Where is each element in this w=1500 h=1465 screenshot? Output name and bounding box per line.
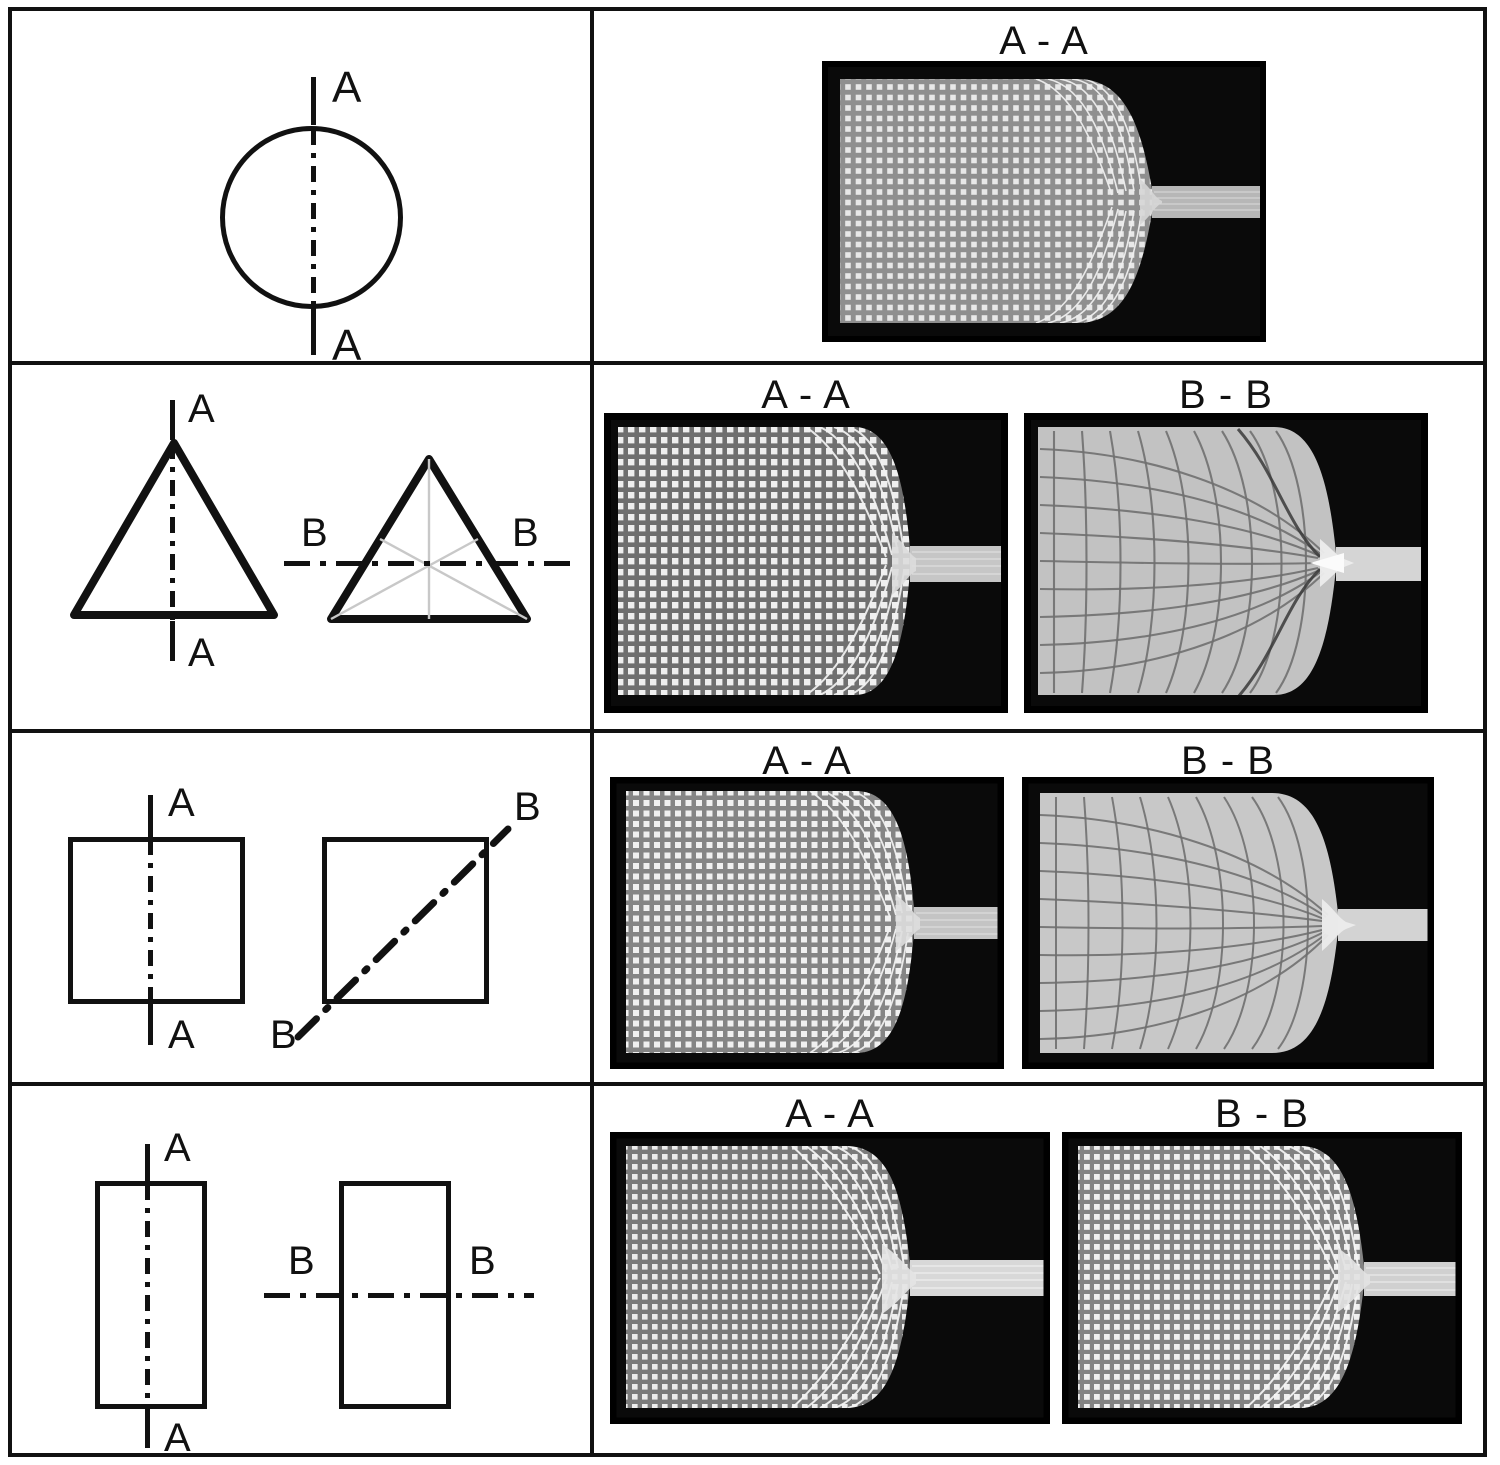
section-tick-bottom <box>145 1406 150 1448</box>
section-marker-bottom-a: A <box>188 631 215 675</box>
section-marker-top-a: A <box>332 63 362 112</box>
section-marker-top-a: A <box>164 1126 191 1170</box>
row-triangle-photo-cell: A - A <box>594 365 1487 729</box>
photo-title-bb: B - B <box>1181 739 1275 783</box>
row-square-photo-cell: A - A <box>594 733 1487 1082</box>
photo-block-bb-square: B - B <box>1022 733 1434 1078</box>
row-circle-photo-cell: A - A <box>594 11 1487 361</box>
flow-photograph-bb-triangle <box>1024 413 1428 713</box>
section-tick-top <box>145 1144 150 1186</box>
photo-title-bb: B - B <box>1215 1092 1309 1136</box>
photo-title-aa: A - A <box>999 19 1089 63</box>
flow-photograph-bb-square <box>1022 777 1434 1069</box>
photo-title-bb: B - B <box>1179 373 1273 417</box>
section-tick-bottom <box>170 621 175 661</box>
photo-block-aa-circle: A - A <box>822 11 1266 356</box>
photo-block-aa-rectangle: A - A <box>610 1086 1050 1448</box>
row-circle-schematic-cell: A A <box>12 11 590 368</box>
rectangle-shape-aa <box>95 1181 207 1409</box>
section-tick-top <box>170 400 175 440</box>
section-marker-top-a: A <box>168 781 195 825</box>
photo-block-aa-triangle: A - A <box>604 365 1008 725</box>
photo-title-aa: A - A <box>762 739 852 783</box>
section-marker-top-a: A <box>188 387 215 431</box>
section-tick-bottom <box>311 307 316 355</box>
centerline-diagonal <box>294 825 512 1041</box>
row-triangle-schematic-cell: A A B B <box>12 365 590 729</box>
section-tick-top <box>148 795 153 839</box>
flow-photograph-aa-triangle <box>604 413 1008 713</box>
centerline-vertical <box>170 443 175 621</box>
centerline-vertical <box>148 839 153 1003</box>
section-tick-bottom <box>148 1001 153 1045</box>
section-marker-left-b: B <box>301 511 328 555</box>
flow-photograph-bb-rectangle <box>1062 1132 1462 1424</box>
photo-title-aa: A - A <box>761 373 851 417</box>
flow-photograph-aa-square <box>610 777 1004 1069</box>
triangle-outline-bb <box>327 455 531 623</box>
centerline-vertical <box>145 1184 150 1408</box>
centerline-vertical <box>311 129 316 307</box>
centerline-horizontal <box>284 561 580 566</box>
section-marker-bottomleft-b: B <box>270 1013 297 1057</box>
section-tick-top <box>311 77 316 125</box>
section-marker-topright-b: B <box>514 785 541 829</box>
table-row-divider-3 <box>8 1082 1487 1086</box>
flow-photograph-aa-rectangle <box>610 1132 1050 1424</box>
section-marker-bottom-a: A <box>168 1013 195 1057</box>
triangle-medians <box>330 459 528 621</box>
square-shape-aa <box>68 837 245 1004</box>
row-rectangle-schematic-cell: A A B B <box>12 1086 590 1458</box>
square-shape-bb <box>322 837 489 1004</box>
section-marker-bottom-a: A <box>332 321 362 370</box>
photo-block-bb-triangle: B - B <box>1024 365 1428 725</box>
photo-title-aa: A - A <box>785 1092 875 1136</box>
photo-block-aa-square: A - A <box>610 733 1004 1078</box>
photo-block-bb-rectangle: B - B <box>1062 1086 1462 1448</box>
row-square-schematic-cell: A A B B <box>12 733 590 1082</box>
section-marker-left-b: B <box>288 1239 315 1283</box>
table-row-divider-1 <box>8 361 1487 365</box>
section-marker-bottom-a: A <box>164 1416 191 1460</box>
centerline-horizontal <box>264 1293 534 1298</box>
table-row-divider-2 <box>8 729 1487 733</box>
flow-photograph-aa-circle <box>822 61 1266 342</box>
row-rectangle-photo-cell: A - A <box>594 1086 1487 1453</box>
section-marker-right-b: B <box>469 1239 496 1283</box>
section-marker-right-b: B <box>512 511 539 555</box>
